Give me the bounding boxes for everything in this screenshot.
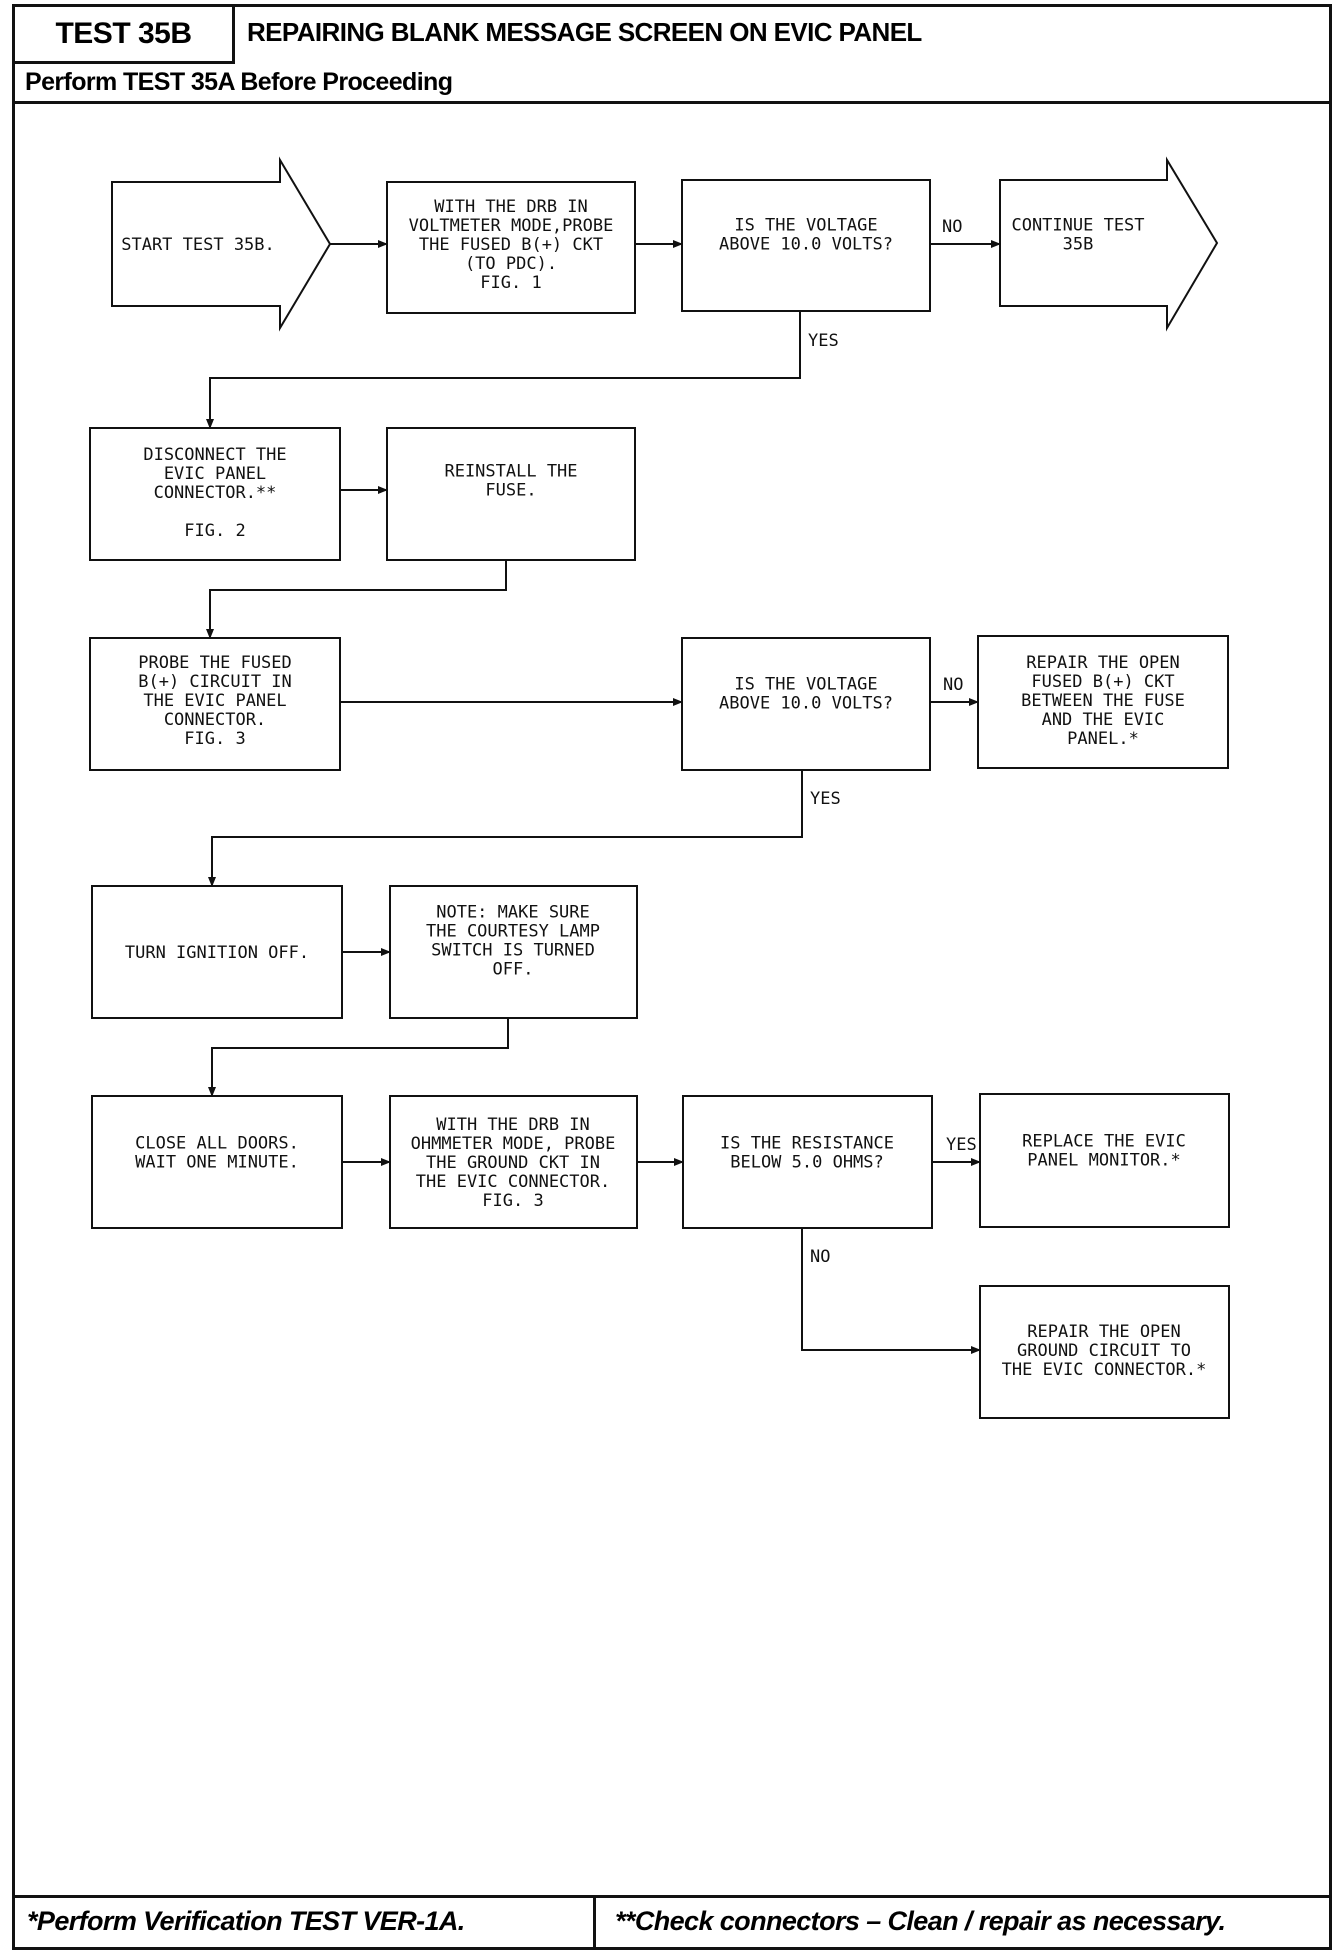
node-text-line: 35B [1063,235,1094,255]
node-text-line: IS THE RESISTANCE [720,1134,894,1154]
node-text-line: GROUND CIRCUIT TO [1017,1341,1191,1361]
node-text-line: THE EVIC CONNECTOR.* [1002,1360,1207,1380]
node-text-line: REPLACE THE EVIC [1022,1132,1186,1152]
node-text-line: FUSED B(+) CKT [1031,672,1174,692]
node-text-line: FUSE. [485,481,536,501]
node-text-line: REPAIR THE OPEN [1027,1322,1181,1342]
prerequisite-note: Perform TEST 35A Before Proceeding [25,68,453,96]
conn-q3-repair2 [801,1228,981,1354]
conn-q2-ignition [208,770,803,887]
node-text-line: OFF. [493,960,534,980]
node-text-line: THE EVIC CONNECTOR. [416,1172,610,1192]
node-text-line: BELOW 5.0 OHMS? [730,1153,884,1173]
node-text-line: FIG. 1 [480,273,541,293]
footer: *Perform Verification TEST VER-1A. **Che… [15,1895,1329,1947]
node-text-line: SWITCH IS TURNED [431,941,595,961]
node-text-line: IS THE VOLTAGE [734,675,877,695]
node-text-line: WAIT ONE MINUTE. [135,1153,299,1173]
conn-reinstall-probe2 [206,560,507,639]
disconnect-box [89,427,341,561]
node-text-line: FIG. 3 [482,1191,543,1211]
label-q1-yes: YES [808,331,839,351]
node-text-line: THE COURTESY LAMP [426,922,600,942]
footer-divider [593,1898,596,1947]
test-id: TEST 35B [15,7,235,64]
node-start-text: START TEST 35B. [121,235,275,255]
label-q2-yes: YES [810,789,841,809]
node-text-line: BETWEEN THE FUSE [1021,691,1185,711]
node-text-line: ABOVE 10.0 VOLTS? [719,694,893,714]
node-text-line: ABOVE 10.0 VOLTS? [719,235,893,255]
start-arrow-shape [111,156,332,332]
node-text-line: THE FUSED B(+) CKT [419,235,603,255]
node-text-line: PANEL.* [1067,729,1139,749]
node-text-line: DISCONNECT THE [143,445,286,465]
page-title: REPAIRING BLANK MESSAGE SCREEN ON EVIC P… [247,17,922,47]
node-text-line: AND THE EVIC [1042,710,1165,730]
node-text-line: EVIC PANEL [164,464,266,484]
node-text-line: START TEST 35B. [121,235,275,255]
node-text-line: CONNECTOR.** [154,483,277,503]
reinstall-box [386,427,636,561]
node-text-line: IS THE VOLTAGE [734,216,877,236]
node-text-line: WITH THE DRB IN [434,197,588,217]
prerequisite-row: Perform TEST 35A Before Proceeding [15,64,1329,104]
node-text-line: REPAIR THE OPEN [1026,653,1180,673]
node-text-line: FIG. 3 [184,729,245,749]
node-text-line: CONTINUE TEST [1011,216,1144,236]
continue-arrow-shape [999,156,1219,332]
node-text-line: B(+) CIRCUIT IN [138,672,292,692]
node-text-line: (TO PDC). [465,254,557,274]
node-text-line: THE EVIC PANEL [143,691,286,711]
conn-q1-disconnect [206,311,801,429]
label-q3-yes: YES [946,1135,977,1155]
node-text-line: NOTE: MAKE SURE [436,903,590,923]
footnote-verification: *Perform Verification TEST VER-1A. [27,1906,465,1936]
node-text-line: REINSTALL THE [444,462,577,482]
node-text-line: OHMMETER MODE, PROBE [411,1134,616,1154]
node-text-line: CLOSE ALL DOORS. [135,1134,299,1154]
node-text-line: THE GROUND CKT IN [426,1153,600,1173]
conn-note-close [208,1018,509,1097]
node-text-line: TURN IGNITION OFF. [125,943,309,963]
footnote-connectors: **Check connectors – Clean / repair as n… [615,1906,1226,1936]
node-text-line: CONNECTOR. [164,710,266,730]
label-q1-no: NO [942,217,962,237]
node-close-text: CLOSE ALL DOORS.WAIT ONE MINUTE. [135,1134,299,1173]
node-text-line: VOLTMETER MODE,PROBE [409,216,614,236]
node-ignition-text: TURN IGNITION OFF. [125,943,309,963]
node-text-line: WITH THE DRB IN [436,1115,590,1135]
node-text-line: PROBE THE FUSED [138,653,292,673]
label-q2-no: NO [943,675,963,695]
test-sheet: TEST 35B REPAIRING BLANK MESSAGE SCREEN … [12,4,1332,1950]
node-text-line: FIG. 2 [184,521,245,541]
label-q3-no: NO [810,1247,830,1267]
probe2-box [89,637,341,771]
node-text-line: PANEL MONITOR.* [1027,1151,1181,1171]
